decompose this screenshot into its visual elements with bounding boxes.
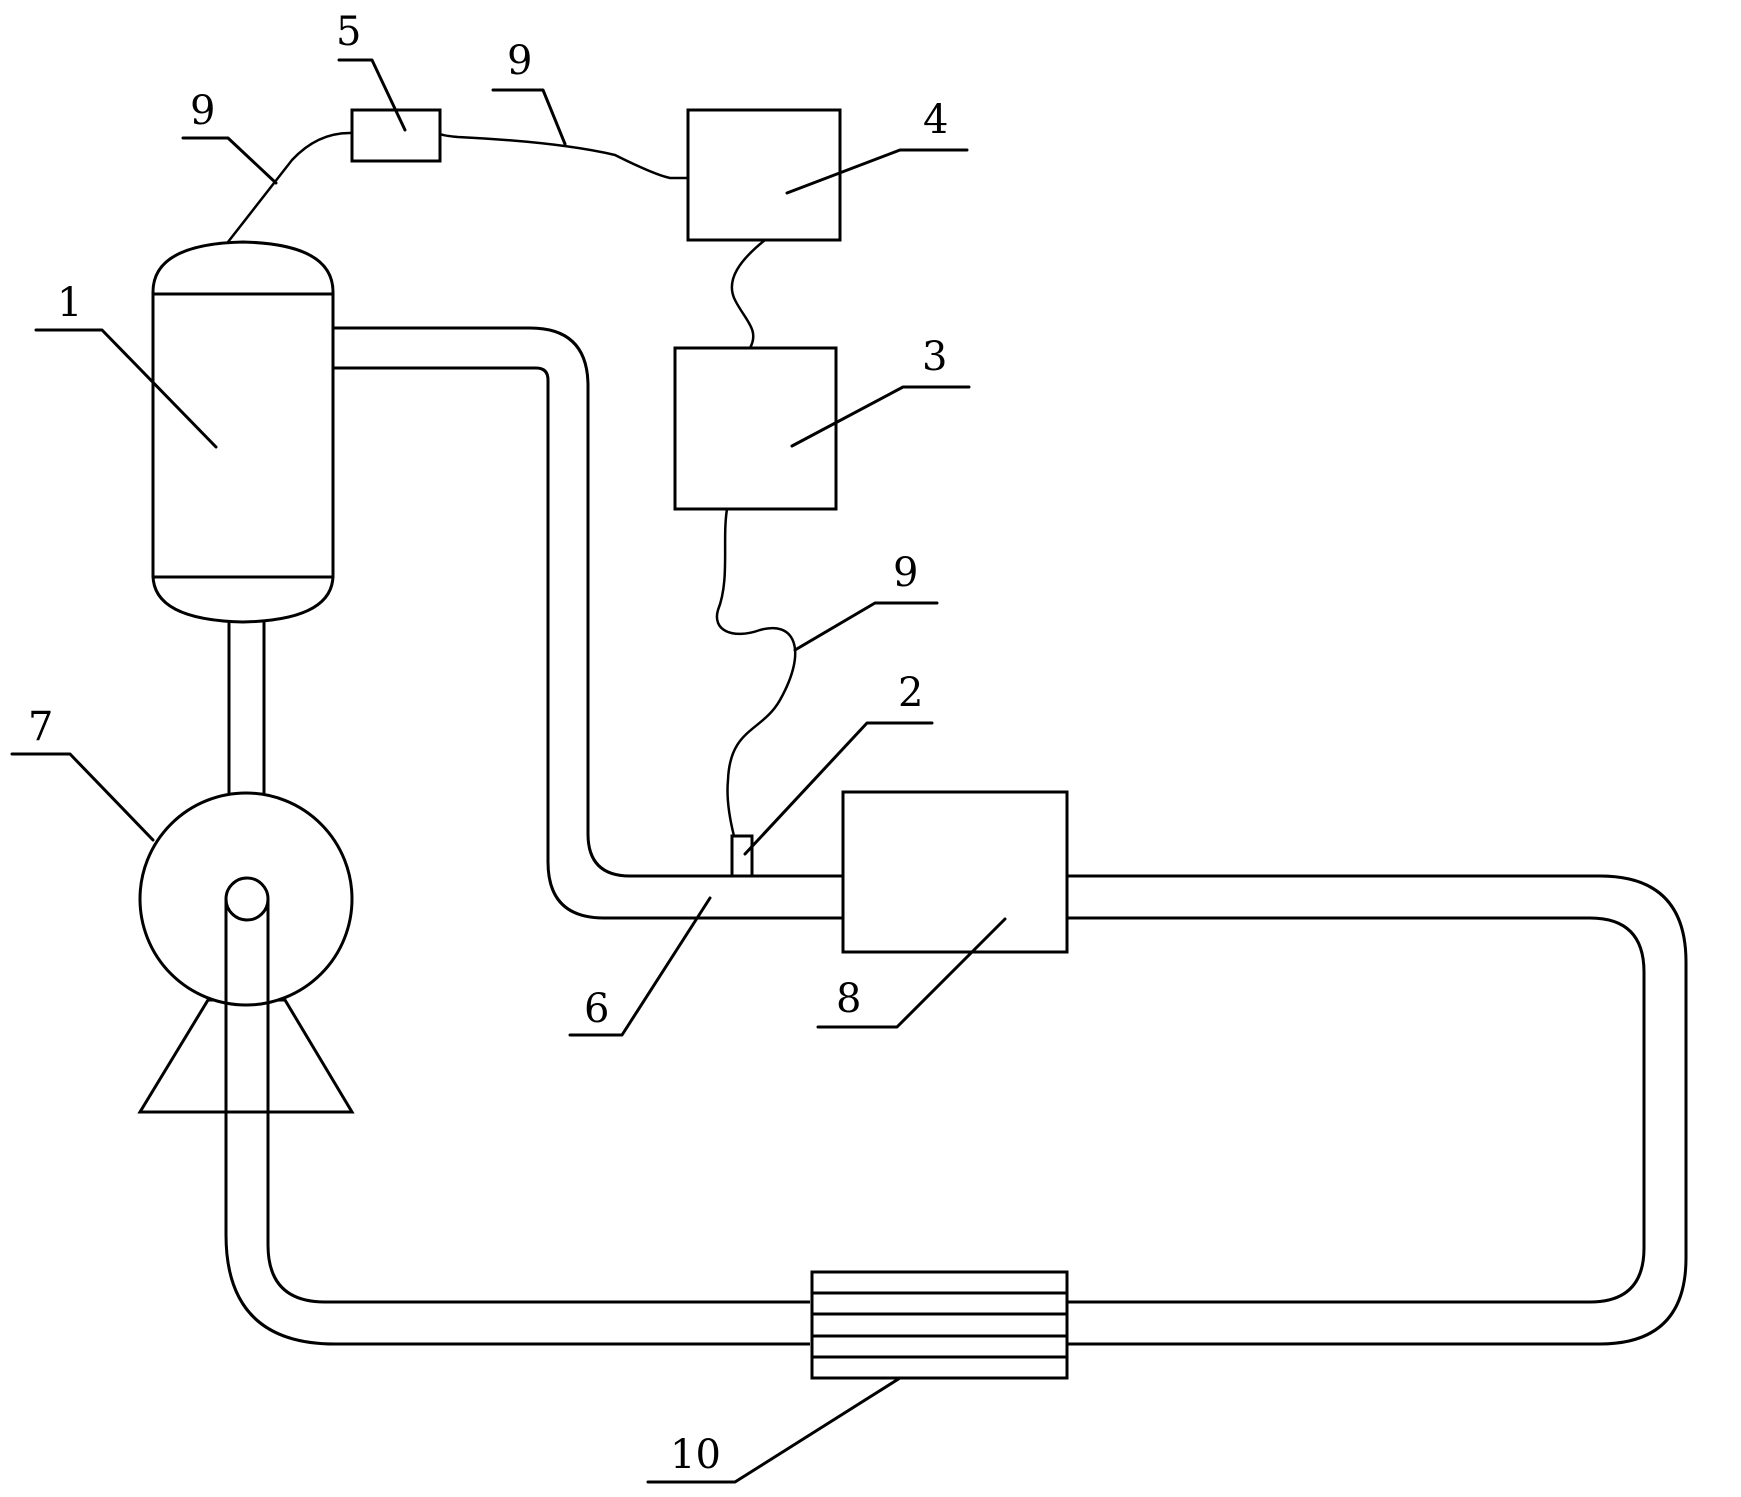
unit-4 (686, 108, 842, 242)
label-3: 3 (922, 334, 947, 380)
cables-9 (226, 131, 797, 838)
device-8 (841, 790, 1069, 954)
leader-lines (10, 58, 1007, 1484)
label-6: 6 (584, 986, 609, 1032)
pipe-loop (224, 874, 1688, 1346)
pipe-6 (333, 326, 843, 920)
label-1: 1 (57, 280, 82, 326)
label-5: 5 (336, 9, 361, 55)
label-9a: 9 (190, 88, 215, 134)
unit-3 (673, 346, 838, 511)
unit-5 (350, 108, 442, 163)
sensor-2 (730, 834, 754, 878)
tank-1 (151, 240, 335, 624)
label-2: 2 (898, 670, 923, 716)
labels: 1 2 3 4 5 6 7 8 9 9 9 10 (28, 9, 948, 1478)
label-9b: 9 (507, 38, 532, 84)
pipe-tank-to-pump (227, 620, 266, 796)
pump-7 (137, 791, 355, 1114)
label-10: 10 (670, 1432, 721, 1478)
label-8: 8 (836, 976, 861, 1022)
label-9c: 9 (893, 550, 918, 596)
label-7: 7 (28, 704, 53, 750)
label-4: 4 (923, 97, 948, 143)
heat-exchanger-10 (810, 1270, 1069, 1380)
